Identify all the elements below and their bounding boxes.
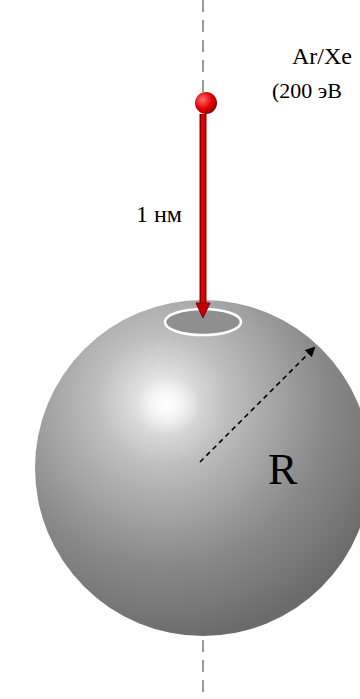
radius-arrow (200, 348, 314, 462)
sphere (35, 300, 360, 636)
energy-label: (200 эВ (272, 80, 342, 102)
ion-label: Ar/Xe (292, 44, 352, 68)
ion-ball (195, 92, 217, 114)
ion-path (201, 114, 205, 305)
radius-label: R (268, 448, 297, 492)
ion-path-outline (200, 114, 207, 305)
sphere-highlight (136, 375, 200, 435)
distance-label: 1 нм (134, 202, 184, 226)
ion-arrowhead (196, 303, 210, 318)
